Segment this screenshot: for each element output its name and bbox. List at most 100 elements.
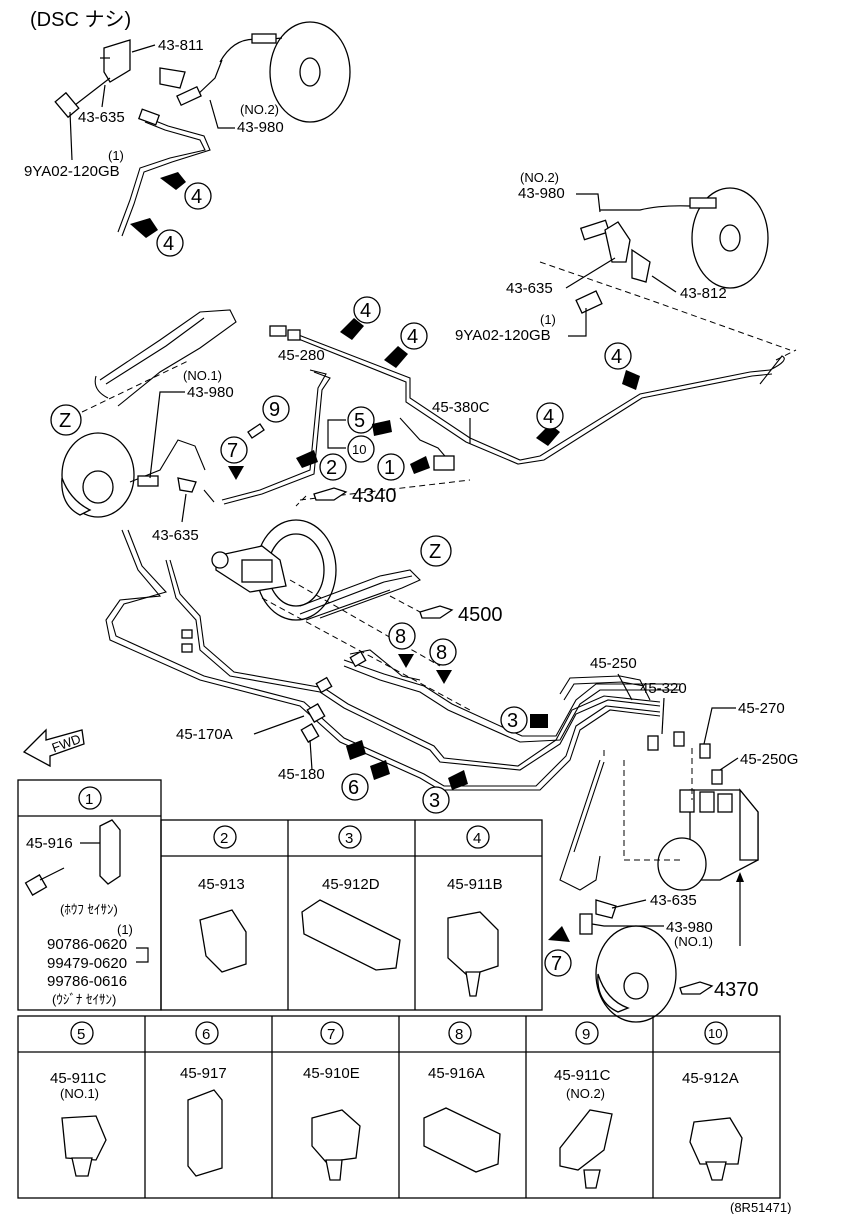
clip-45-912d-icon [301,899,401,971]
pipe-45-380c [269,325,785,465]
main-pipe-bundle [105,529,680,791]
callout-43-980-d: 43-980 [666,919,713,936]
svg-text:2: 2 [220,830,228,847]
svg-text:FWD: FWD [50,731,83,755]
header-text: (DSC ナシ) [30,9,131,31]
svg-text:8: 8 [436,642,447,664]
svg-text:99786-0616: 99786-0616 [47,973,127,990]
callout-43-980-a: 43-980 [237,119,284,136]
svg-text:6: 6 [348,777,359,799]
callout-1-a: (1) [108,148,124,163]
view-z-marker-top: Z [50,359,191,436]
svg-text:4340: 4340 [352,485,397,507]
svg-text:3: 3 [507,710,518,732]
svg-text:4: 4 [543,406,554,428]
svg-text:(ﾎｳﾌ ｾｲｻﾝ): (ﾎｳﾌ ｾｲｻﾝ) [60,902,118,917]
clip-45-910e-icon [311,1109,361,1163]
legend-cell-8: 8 45-916A [423,1021,501,1173]
svg-text:3: 3 [345,830,353,847]
callout-43-812: 43-812 [680,285,727,302]
svg-text:45-911C: 45-911C [554,1067,611,1084]
legend-cell-7: 7 45-910E [303,1021,361,1181]
svg-text:45-911C: 45-911C [50,1070,107,1087]
pointing-hand-icon [679,981,714,995]
clip-arrow-icon [372,420,392,436]
svg-text:4370: 4370 [714,979,759,1001]
callout-45-250: 45-250 [590,655,637,672]
callout-45-380c: 45-380C [432,399,490,416]
svg-text:4500: 4500 [458,604,503,626]
callout-43-980-b: 43-980 [518,185,565,202]
clip-45-916-icon [99,819,121,885]
clip-arrow-icon [384,346,408,368]
svg-text:9: 9 [269,399,280,421]
svg-text:8: 8 [395,626,406,648]
clip-arrow-icon [247,423,265,439]
pointing-hand-icon [313,487,348,501]
legend-cell-9: 9 45-911C (NO.2) [554,1021,613,1189]
ref-pointer-4500[interactable]: 4500 [419,604,503,626]
legend-part-45-916: 45-916 [26,835,73,852]
ref-pointer-4370[interactable]: 4370 [679,979,759,1001]
callout-45-270: 45-270 [738,700,785,717]
callout-43-635-c: 43-635 [152,527,199,544]
callout-43-811: 43-811 [158,37,204,54]
svg-text:8: 8 [455,1026,463,1043]
clip-45-912a-icon [689,1117,743,1165]
clip-arrow-icon [160,172,186,190]
svg-text:(1): (1) [117,922,133,937]
svg-text:45-917: 45-917 [180,1065,227,1082]
svg-text:99479-0620: 99479-0620 [47,955,127,972]
svg-text:(NO.2): (NO.2) [566,1086,605,1101]
svg-text:7: 7 [551,953,562,975]
fwd-direction-arrow: FWD [22,728,85,768]
clip-arrow-icon [340,318,364,340]
callout-45-280: 45-280 [278,347,325,364]
clip-45-911c-no2-icon [559,1109,613,1171]
clip-arrow-icon [536,424,560,446]
callout-43-980-c: 43-980 [187,384,234,401]
svg-text:45-911B: 45-911B [447,876,503,893]
callout-43-635-d: 43-635 [650,892,697,909]
legend-cell-6: 6 45-917 [180,1021,227,1177]
svg-text:(NO.1): (NO.1) [60,1086,99,1101]
callout-no1-a: (NO.1) [183,368,222,383]
view-z-marker-mid: Z [420,535,452,567]
svg-text:4: 4 [473,830,481,847]
callout-9ya02-a: 9YA02-120GB [24,163,120,180]
callout-45-250g: 45-250G [740,751,798,768]
svg-text:9: 9 [582,1026,590,1043]
hose-fitting-icon [251,33,277,44]
svg-text:4: 4 [191,186,202,208]
svg-text:3: 3 [429,790,440,812]
ref-pointer-4340[interactable]: 4340 [295,485,397,507]
svg-text:Z: Z [429,541,441,563]
svg-text:4: 4 [407,326,418,348]
svg-text:1: 1 [85,791,93,808]
legend-cell-2: 2 45-913 [198,825,247,973]
clip-arrow-icon [410,456,430,474]
callout-no1-b: (NO.1) [674,934,713,949]
front-right-brake-assembly [54,21,351,237]
svg-text:4: 4 [360,300,371,322]
front-left-brake-assembly [61,432,215,518]
bolt-icon [575,290,603,314]
clip-arrow-icon [548,926,570,942]
clip-arrow-icon [398,654,414,668]
callout-43-635-a: 43-635 [78,109,125,126]
svg-text:5: 5 [77,1026,85,1043]
clip-arrow-icon [296,450,318,468]
rear-left-brake-assembly [579,899,677,1023]
clip-45-913-icon [199,909,247,973]
svg-text:7: 7 [227,440,238,462]
rear-right-brake-assembly [575,187,769,314]
pointing-hand-icon [419,605,454,619]
legend-grid [17,779,781,1199]
bolt-icon [54,91,80,119]
legend-cell-4: 4 45-911B [447,825,503,997]
clip-arrow-icon [370,760,390,780]
svg-text:2: 2 [326,457,337,479]
svg-text:1: 1 [384,457,395,479]
svg-text:45-913: 45-913 [198,876,245,893]
clip-arrow-icon [436,670,452,684]
